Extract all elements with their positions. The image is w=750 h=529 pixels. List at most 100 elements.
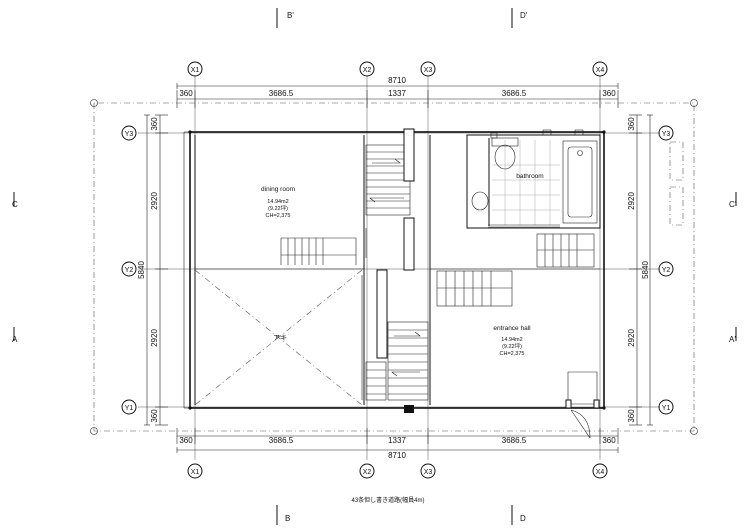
- seg-bottom-4: 3686.5: [502, 436, 527, 445]
- axis-bubble-x1-top: X1: [187, 61, 203, 77]
- fixture-top-1: [542, 129, 552, 136]
- void-area: アキ: [194, 269, 363, 406]
- svg-text:Y2: Y2: [662, 267, 671, 274]
- seg-top-5: 360: [602, 89, 616, 98]
- axis-bubble-x2-bottom: X2: [359, 463, 375, 479]
- dining-room-name: dining room: [261, 186, 295, 193]
- svg-text:X1: X1: [191, 469, 200, 476]
- svg-text:X4: X4: [596, 67, 605, 74]
- seg-right-1: 360: [627, 117, 636, 131]
- toilet-icon: [494, 144, 516, 170]
- fixture-top-2: [574, 129, 584, 136]
- svg-text:Y1: Y1: [125, 405, 134, 412]
- entrance-hall-name: entrance hall: [493, 325, 531, 332]
- axis-bubble-y3-left: Y3: [121, 125, 137, 141]
- stair-core: [363, 128, 431, 413]
- seg-bottom-2: 3686.5: [269, 436, 294, 445]
- section-mark-b-bottom: B: [285, 514, 290, 523]
- section-mark-c-right: C': [729, 200, 737, 209]
- axis-bubble-y1-left: Y1: [121, 399, 137, 415]
- svg-text:Y2: Y2: [125, 267, 134, 274]
- svg-text:X2: X2: [363, 469, 372, 476]
- axis-bubble-x2-top: X2: [359, 61, 375, 77]
- lower-stair: [365, 321, 429, 401]
- entrance-hall: entrance hall 14.94m2 (9.22坪) CH=2,375: [430, 233, 600, 439]
- seg-right-4: 360: [627, 409, 636, 423]
- section-mark-c-left: C: [12, 200, 18, 209]
- axis-bubble-x3-top: X3: [420, 61, 436, 77]
- seg-top-1: 360: [179, 89, 193, 98]
- axis-bubbles: X1 X2 X3 X4 X1 X2 X3 X4 Y3 Y2 Y1 Y3 Y2 Y…: [121, 61, 674, 479]
- site-boundary: [90, 99, 698, 435]
- svg-text:X4: X4: [596, 469, 605, 476]
- column-4: [404, 405, 414, 413]
- axis-bubble-y2-left: Y2: [121, 261, 137, 277]
- svg-text:X2: X2: [363, 67, 372, 74]
- svg-text:Y3: Y3: [125, 131, 134, 138]
- axis-bubble-y1-right: Y1: [658, 399, 674, 415]
- seg-right-3: 2920: [627, 329, 636, 347]
- entrance-upper-stair: [536, 233, 595, 268]
- overall-width-bottom: 8710: [388, 451, 406, 460]
- section-mark-a-left: A: [12, 335, 18, 344]
- seg-left-1: 360: [150, 117, 159, 131]
- bathroom: bathroom: [466, 129, 601, 229]
- section-mark-b-top: B': [287, 11, 294, 20]
- entrance-door: [565, 371, 600, 439]
- seg-bottom-1: 360: [179, 436, 193, 445]
- neighbor-outline-1: [669, 141, 684, 181]
- dining-room: dining room 14.94m2 (9.22坪) CH=2,375: [195, 186, 364, 270]
- section-mark-d-top: D': [520, 11, 528, 20]
- dimension-left: 5840 360 2920 2920 360: [137, 114, 168, 426]
- entrance-hall-ceiling-height: CH=2,375: [500, 351, 525, 357]
- dining-room-area-tsubo: (9.22坪): [268, 204, 288, 212]
- void-label: アキ: [273, 334, 287, 342]
- road-note: 43条但し書き道路(幅員4m): [351, 496, 424, 504]
- axis-bubble-x1-bottom: X1: [187, 463, 203, 479]
- section-mark-d-bottom: D: [520, 514, 526, 523]
- seg-right-2: 2920: [627, 192, 636, 210]
- seg-left-3: 2920: [150, 329, 159, 347]
- dimension-right: 360 2920 2920 360 5840: [627, 114, 653, 426]
- paper-holder: [490, 132, 498, 139]
- column-2: [403, 217, 415, 271]
- section-mark-a-right: A': [729, 335, 736, 344]
- svg-text:X3: X3: [424, 469, 433, 476]
- entrance-hall-area: 14.94m2: [501, 337, 522, 343]
- axis-bubble-y3-right: Y3: [658, 125, 674, 141]
- toilet-tank: [491, 137, 519, 147]
- column-3: [376, 269, 388, 359]
- seg-top-2: 3686.5: [269, 89, 294, 98]
- axis-bubble-y2-right: Y2: [658, 261, 674, 277]
- seg-bottom-3: 1337: [388, 436, 406, 445]
- axis-bubble-x3-bottom: X3: [420, 463, 436, 479]
- overall-depth-left: 5840: [137, 261, 146, 279]
- seg-top-3: 1337: [388, 89, 406, 98]
- grid-lines: [138, 76, 660, 460]
- overall-width-top: 8710: [388, 76, 406, 85]
- seg-left-4: 360: [150, 409, 159, 423]
- svg-text:Y1: Y1: [662, 405, 671, 412]
- overall-depth-right: 5840: [641, 261, 650, 279]
- entrance-hall-area-tsubo: (9.22坪): [502, 342, 522, 350]
- column-1: [403, 128, 415, 182]
- dining-room-ceiling-height: CH=2,375: [266, 213, 291, 219]
- seg-top-4: 3686.5: [502, 89, 527, 98]
- dimension-bottom: 360 3686.5 1337 3686.5 360 8710: [176, 428, 619, 460]
- sink-icon: [471, 191, 489, 211]
- bathroom-name: bathroom: [516, 173, 543, 180]
- upper-stair: [365, 144, 411, 216]
- seg-left-2: 2920: [150, 192, 159, 210]
- section-marks: B' D' B D C C' A A': [12, 8, 737, 525]
- dining-room-area: 14.94m2: [267, 199, 288, 205]
- bathroom-tile-grid: [492, 140, 560, 225]
- neighbor-outline-2: [669, 186, 684, 226]
- svg-text:X3: X3: [424, 67, 433, 74]
- axis-bubble-x4-top: X4: [592, 61, 608, 77]
- entrance-lower-stair: [436, 270, 513, 307]
- svg-text:Y3: Y3: [662, 131, 671, 138]
- axis-bubble-x4-bottom: X4: [592, 463, 608, 479]
- seg-bottom-5: 360: [602, 436, 616, 445]
- dining-small-stair: [280, 237, 357, 265]
